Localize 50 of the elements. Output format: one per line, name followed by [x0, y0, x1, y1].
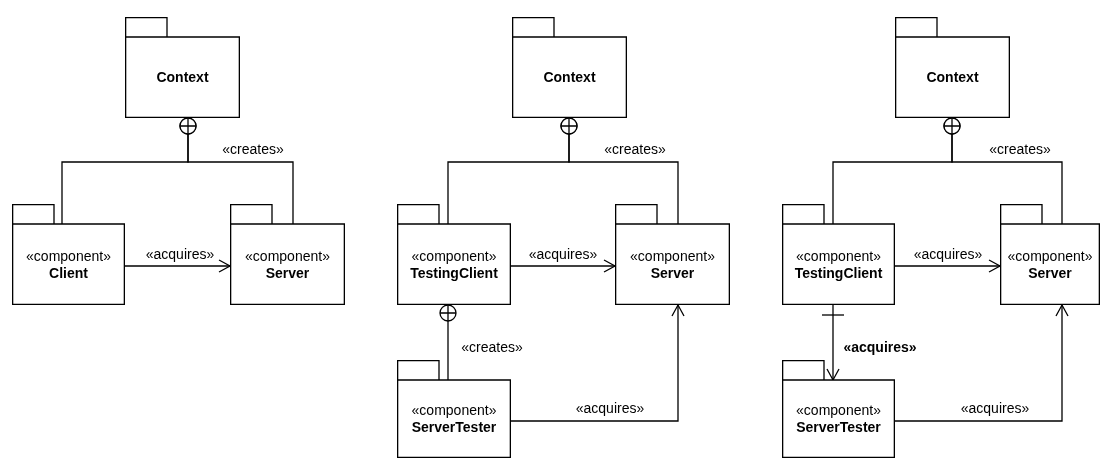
- package-name: Context: [543, 69, 596, 86]
- edge-label: «acquires»: [912, 246, 984, 262]
- connector: [124, 259, 231, 273]
- edge-label: «creates»: [603, 141, 667, 157]
- package-name: Server: [650, 264, 695, 282]
- connector: [560, 117, 679, 225]
- package-box: [615, 204, 730, 305]
- edge-label: «creates»: [988, 141, 1052, 157]
- package-box: [12, 204, 125, 305]
- package-box: [1000, 204, 1100, 305]
- stereotype-label: «component»: [245, 247, 330, 265]
- connector: [894, 304, 1069, 422]
- package-name: Server: [1028, 264, 1072, 282]
- package-box: [397, 204, 511, 305]
- package-name: Client: [49, 264, 88, 282]
- stereotype-label: «component»: [796, 402, 881, 419]
- stereotype-label: «component»: [26, 247, 111, 265]
- package-box: [782, 204, 895, 305]
- edge-label: «creates»: [221, 141, 285, 157]
- package-box: [125, 17, 240, 118]
- stereotype-label: «component»: [411, 247, 497, 265]
- connector: [439, 304, 457, 381]
- stereotype-label: «component»: [1007, 247, 1093, 265]
- package-name: Context: [926, 69, 979, 86]
- package-name: Server: [265, 264, 310, 282]
- connector: [943, 117, 1063, 225]
- package-name: ServerTester: [411, 419, 497, 436]
- edge-label: «creates»: [460, 339, 524, 355]
- edge-label: «acquires»: [959, 400, 1031, 416]
- edge-label: «acquires»: [574, 400, 646, 416]
- package-name: ServerTester: [796, 419, 881, 436]
- package-box: [397, 360, 511, 458]
- package-name: TestingClient: [410, 264, 498, 282]
- package-box: [895, 17, 1010, 118]
- edge-label: «acquires»: [842, 339, 918, 355]
- edge-label: «acquires»: [144, 246, 216, 262]
- package-name: Context: [156, 69, 209, 86]
- package-box: [230, 204, 345, 305]
- stereotype-label: «component»: [630, 247, 715, 265]
- package-box: [782, 360, 895, 458]
- connector: [510, 259, 616, 273]
- connector: [894, 259, 1001, 273]
- package-name: TestingClient: [794, 264, 883, 282]
- stereotype-label: «component»: [411, 402, 497, 419]
- stereotype-label: «component»: [796, 247, 881, 265]
- connector: [821, 304, 845, 381]
- edge-label: «acquires»: [527, 246, 599, 262]
- package-box: [512, 17, 627, 118]
- connector: [179, 117, 294, 225]
- connector: [510, 304, 685, 422]
